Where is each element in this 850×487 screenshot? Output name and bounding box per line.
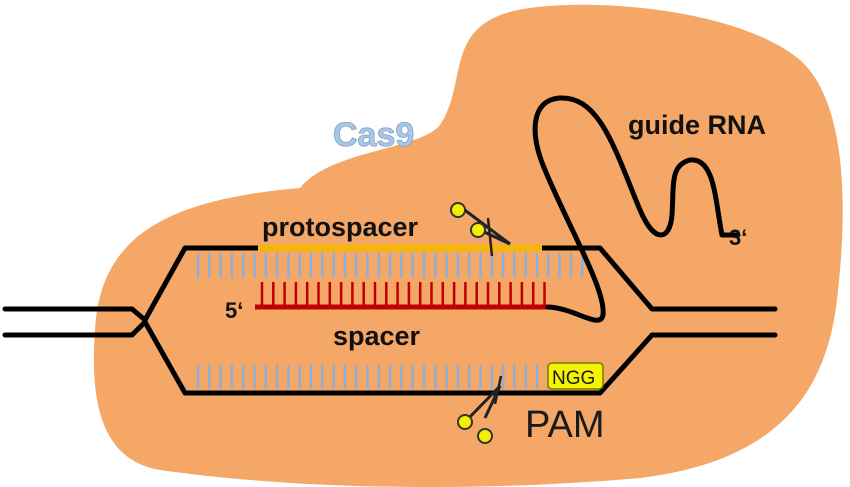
scissors-icon — [450, 202, 511, 257]
five-prime-label: 5‘ — [225, 298, 243, 323]
spacer-label: spacer — [333, 321, 421, 351]
scissors-icon — [457, 375, 503, 444]
top-strand-bases — [196, 253, 584, 278]
protospacer-label: protospacer — [262, 212, 419, 242]
dna-bottom-strand — [130, 319, 654, 396]
dna-right-duplex — [649, 306, 778, 338]
ngg-label: NGG — [552, 368, 595, 389]
three-prime-label: 3‘ — [729, 225, 747, 250]
guide-rna-label: guide RNA — [628, 110, 766, 140]
guide-rna-strand — [532, 95, 741, 323]
ngg-box — [547, 362, 604, 390]
spacer-bases — [260, 282, 546, 306]
cas9-label: Cas9 — [333, 116, 414, 154]
dna-top-strand — [130, 245, 654, 323]
pam-label: PAM — [525, 404, 605, 446]
dna-left-duplex — [2, 306, 135, 338]
